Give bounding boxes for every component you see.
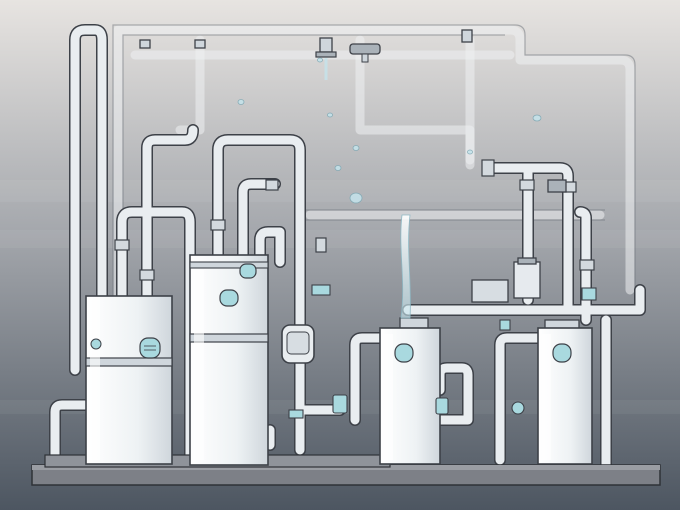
- water-stream: [400, 214, 411, 319]
- ceiling-valve-icon: [315, 37, 337, 80]
- main-pipes: [49, 24, 646, 471]
- gauge-icon: [552, 343, 572, 363]
- gauge-icon: [394, 343, 414, 363]
- pressure-gauge-icon: [281, 324, 315, 364]
- gauge-icon: [219, 263, 257, 307]
- tank-middle: [379, 317, 441, 465]
- water-drop-icon: [237, 57, 542, 204]
- pipe-joints: [114, 159, 595, 281]
- valve-icon: [288, 284, 597, 419]
- valve-icon: [90, 338, 102, 350]
- tank-left-short: [85, 295, 173, 465]
- filter-unit: [471, 179, 567, 303]
- gauge-icon: [139, 337, 161, 359]
- ceiling-hanger-icon: [139, 29, 473, 49]
- ceiling-faucet-icon: [349, 43, 381, 63]
- tank-left-tall: [189, 254, 269, 466]
- tank-right: [537, 319, 593, 465]
